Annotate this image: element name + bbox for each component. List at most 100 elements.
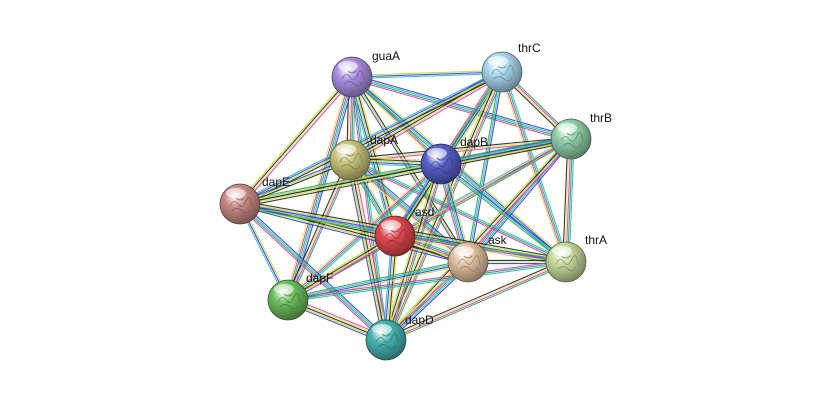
node-highlight — [488, 56, 508, 66]
node-dapB[interactable]: dapB — [420, 135, 488, 185]
node-thrA[interactable]: thrA — [545, 233, 607, 283]
edge-thrA-dapD — [384, 259, 568, 343]
edge-thrA-dapF — [287, 259, 567, 303]
edge-asd-dapF — [286, 233, 397, 303]
edge-strand — [348, 70, 502, 160]
edge-strand — [440, 163, 567, 263]
protein-structure-icon — [457, 255, 481, 272]
edge-guaA-thrB — [351, 74, 572, 142]
edge-strand — [237, 75, 351, 203]
edge-strand — [465, 71, 501, 262]
node-thrC[interactable]: thrC — [481, 41, 541, 93]
protein-structure-icon — [339, 153, 363, 170]
edge-strand — [238, 76, 352, 204]
edge-strand — [562, 138, 569, 262]
edge-strand — [349, 136, 571, 159]
edge-strand — [287, 259, 468, 299]
edge-strand — [287, 234, 395, 300]
protein-structure-icon — [384, 229, 408, 246]
node-dapA[interactable]: dapA — [329, 133, 398, 181]
edge-strand — [240, 141, 572, 208]
edge-strand — [502, 71, 568, 262]
edge-strand — [286, 161, 440, 299]
edge-strand — [351, 77, 571, 141]
edge-strand — [384, 259, 566, 339]
edge-strand — [385, 260, 566, 340]
node-label: dapF — [306, 271, 333, 285]
node-ask[interactable]: ask — [447, 233, 508, 283]
node-label: dapA — [370, 133, 398, 147]
edge-dapB-dapE — [239, 161, 442, 207]
node-highlight — [274, 284, 294, 294]
node-asd[interactable]: asd — [374, 205, 434, 257]
edge-strand — [563, 138, 570, 262]
edge-strand — [441, 162, 568, 262]
edge-strand — [349, 159, 387, 341]
edge-strand — [239, 70, 502, 204]
node-label: thrA — [585, 233, 607, 247]
edge-strand — [239, 163, 442, 205]
edge-strand — [568, 139, 575, 263]
edge-strand — [287, 260, 468, 300]
node-label: dapD — [405, 313, 434, 327]
protein-structure-icon — [375, 333, 399, 350]
node-highlight — [372, 324, 392, 334]
protein-structure-icon — [555, 255, 579, 272]
edge-strand — [240, 77, 354, 205]
edge-strand — [351, 71, 503, 78]
protein-structure-icon — [560, 132, 584, 149]
edge-strand — [285, 158, 349, 300]
edge-strand — [288, 236, 396, 302]
edge-strand — [288, 237, 397, 303]
edge-strand — [353, 76, 389, 340]
edge-strand — [383, 137, 570, 339]
edge-strand — [240, 203, 387, 340]
edge-strand — [469, 140, 574, 264]
edge-dapB-thrA — [439, 162, 568, 264]
edge-strand — [350, 72, 504, 162]
protein-structure-icon — [229, 197, 253, 214]
edge-guaA-dapE — [237, 75, 355, 206]
node-label: guaA — [372, 49, 400, 63]
node-guaA[interactable]: guaA — [331, 49, 400, 98]
edge-strand — [467, 71, 503, 263]
node-dapD[interactable]: dapD — [365, 313, 434, 361]
edge-strand — [287, 261, 567, 301]
edge-strand — [237, 205, 385, 343]
edge-strand — [287, 259, 566, 299]
node-label: thrC — [518, 41, 541, 55]
edge-thrB-dapD — [383, 137, 574, 342]
nodes-layer: guaA thrC thrB dapA dapB dapE asd ask thrA dapF da… — [219, 41, 612, 361]
edge-strand — [350, 158, 567, 262]
edge-strand — [567, 139, 574, 263]
node-label: ask — [488, 233, 508, 247]
edge-strand — [288, 164, 442, 302]
edge-thrC-ask — [465, 71, 505, 263]
edge-strand — [241, 201, 389, 339]
edge-strand — [387, 140, 574, 342]
edge-strand — [240, 72, 503, 206]
node-thrB[interactable]: thrB — [550, 111, 612, 160]
node-highlight — [381, 220, 401, 230]
edge-strand — [469, 72, 505, 263]
node-label: dapB — [460, 135, 488, 149]
edge-thrC-thrA — [499, 71, 569, 263]
edge-strand — [286, 233, 395, 299]
edge-strand — [239, 161, 441, 203]
edge-dapE-dapD — [237, 201, 389, 343]
node-highlight — [454, 246, 474, 256]
edge-strand — [349, 71, 503, 161]
edge-strand — [387, 164, 444, 341]
edge-strand — [439, 164, 566, 264]
node-highlight — [338, 61, 358, 71]
protein-structure-icon — [341, 70, 365, 87]
node-label: thrB — [590, 111, 612, 125]
edge-strand — [240, 165, 442, 207]
node-dapF[interactable]: dapF — [267, 271, 333, 321]
edge-guaA-thrC — [351, 69, 503, 80]
node-label: asd — [415, 205, 434, 219]
edge-strand — [351, 69, 502, 76]
edge-dapB-dapD — [382, 162, 445, 342]
edge-strand — [385, 138, 571, 340]
node-dapE[interactable]: dapE — [219, 175, 290, 225]
